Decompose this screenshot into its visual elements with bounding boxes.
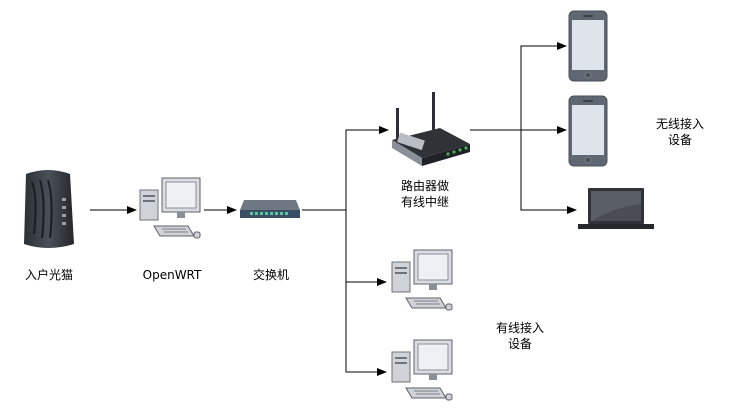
- wireless-router-icon: [392, 92, 470, 166]
- wireless-devices-label: 无线接入 设备: [655, 117, 704, 147]
- network-switch-icon: [240, 200, 300, 218]
- wired-devices-label: 有线接入 设备: [495, 321, 544, 351]
- openwrt-desktop-icon: [139, 177, 201, 239]
- switch-label: 交换机: [252, 268, 289, 282]
- desktop-computer-icon: [391, 339, 453, 401]
- edge-switch-to-pc1: [345, 210, 387, 286]
- edge-router-to-phone1: [520, 42, 567, 130]
- edge-switch-to-router: [345, 126, 389, 210]
- router-label: 路由器做 有线中继: [400, 179, 449, 209]
- laptop-icon: [578, 188, 654, 229]
- openwrt-label: OpenWRT: [142, 268, 202, 282]
- edge-switch-to-pc2: [345, 282, 387, 376]
- modem-label: 入户光猫: [24, 268, 73, 282]
- smartphone-icon: [568, 95, 608, 167]
- desktop-computer-icon: [391, 249, 453, 311]
- cable-modem-icon: [24, 170, 74, 248]
- smartphone-icon: [568, 10, 608, 82]
- edge-router-to-laptop: [520, 130, 577, 214]
